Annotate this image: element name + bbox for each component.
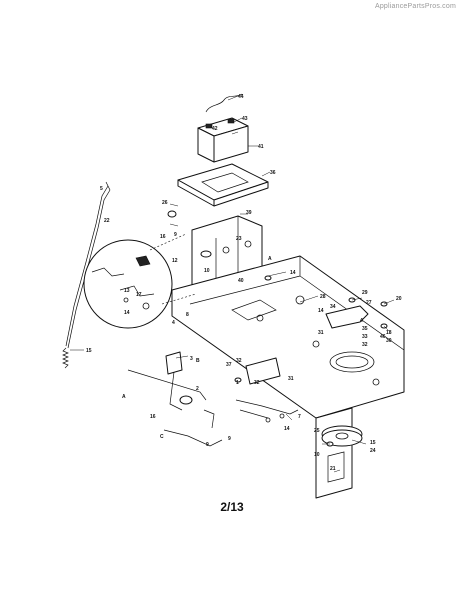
callout: 32 xyxy=(362,342,368,348)
callout: 1 xyxy=(236,380,239,386)
spring xyxy=(62,347,69,369)
callout: 41 xyxy=(258,144,264,150)
callout: 32 xyxy=(254,380,260,386)
callout: 28 xyxy=(320,294,326,300)
callout: 14 xyxy=(290,270,296,276)
callout: 9 xyxy=(228,436,231,442)
callout: 16 xyxy=(150,414,156,420)
idler-pulley xyxy=(321,425,363,447)
callout: 27 xyxy=(366,300,372,306)
callout: 33 xyxy=(362,334,368,340)
callout: 29 xyxy=(362,290,368,296)
callout: 15 xyxy=(370,440,376,446)
watermark: AppliancePartsPros.com xyxy=(374,3,456,10)
callout: 14 xyxy=(284,426,290,432)
callout: 7 xyxy=(298,414,301,420)
callout: 21 xyxy=(330,466,336,472)
callout: 15 xyxy=(86,348,92,354)
main-frame xyxy=(171,255,405,419)
leader-lines xyxy=(70,95,395,473)
callout: 30 xyxy=(386,338,392,344)
callout: A xyxy=(268,256,272,262)
callout: 14 xyxy=(124,310,130,316)
callout: 22 xyxy=(104,218,110,224)
callout: 14 xyxy=(318,308,324,314)
detail-leader xyxy=(149,233,187,251)
callout: 5 xyxy=(100,186,103,192)
callout: 18 xyxy=(386,330,392,336)
callout: 12 xyxy=(172,258,178,264)
linkage-arms xyxy=(235,399,299,423)
pedal-assembly xyxy=(127,351,223,447)
throttle-cable xyxy=(65,181,111,349)
detail-leader-2 xyxy=(161,293,197,305)
callout: 34 xyxy=(330,304,336,310)
callout: 17 xyxy=(136,292,142,298)
pivot-rod xyxy=(327,451,345,483)
callout: 10 xyxy=(204,268,210,274)
callout: 36 xyxy=(270,170,276,176)
callout: 20 xyxy=(396,296,402,302)
rear-bracket xyxy=(325,305,369,329)
callout: 23 xyxy=(236,236,242,242)
mid-bracket xyxy=(245,357,281,385)
callout: 40 xyxy=(238,278,244,284)
callout-labels: 44 43 42 41 36 39 26 16 9 23 22 12 5 13 … xyxy=(86,94,402,472)
detail-circle xyxy=(83,239,173,329)
callout: 2 xyxy=(196,386,199,392)
callout: C xyxy=(160,434,164,440)
callout: 42 xyxy=(212,126,218,132)
callout: 37 xyxy=(226,362,232,368)
callout: 13 xyxy=(124,288,130,294)
battery-cable xyxy=(205,93,243,113)
battery xyxy=(197,117,249,163)
callout: 9 xyxy=(174,232,177,238)
callout: 43 xyxy=(242,116,248,122)
rear-plate xyxy=(315,407,353,499)
callout: 4 xyxy=(172,320,175,326)
callout: 26 xyxy=(162,200,168,206)
battery-tray xyxy=(177,163,269,207)
callout: 4 xyxy=(360,318,363,324)
callout: 44 xyxy=(238,94,244,100)
callout: 46 xyxy=(380,334,386,340)
callout: 32 xyxy=(236,358,242,364)
callout: 10 xyxy=(314,452,320,458)
page-label: 2/13 xyxy=(220,500,244,514)
callout: 8 xyxy=(186,312,189,318)
callout: 3 xyxy=(190,356,193,362)
callout: 16 xyxy=(160,234,166,240)
callout: 9 xyxy=(206,442,209,448)
callout: 24 xyxy=(370,448,376,454)
callout: 31 xyxy=(288,376,294,382)
callout: 25 xyxy=(314,428,320,434)
callout: B xyxy=(196,358,200,364)
callout: 31 xyxy=(318,330,324,336)
callout: 39 xyxy=(246,210,252,216)
callout: A xyxy=(122,394,126,400)
callout: 35 xyxy=(362,326,368,332)
